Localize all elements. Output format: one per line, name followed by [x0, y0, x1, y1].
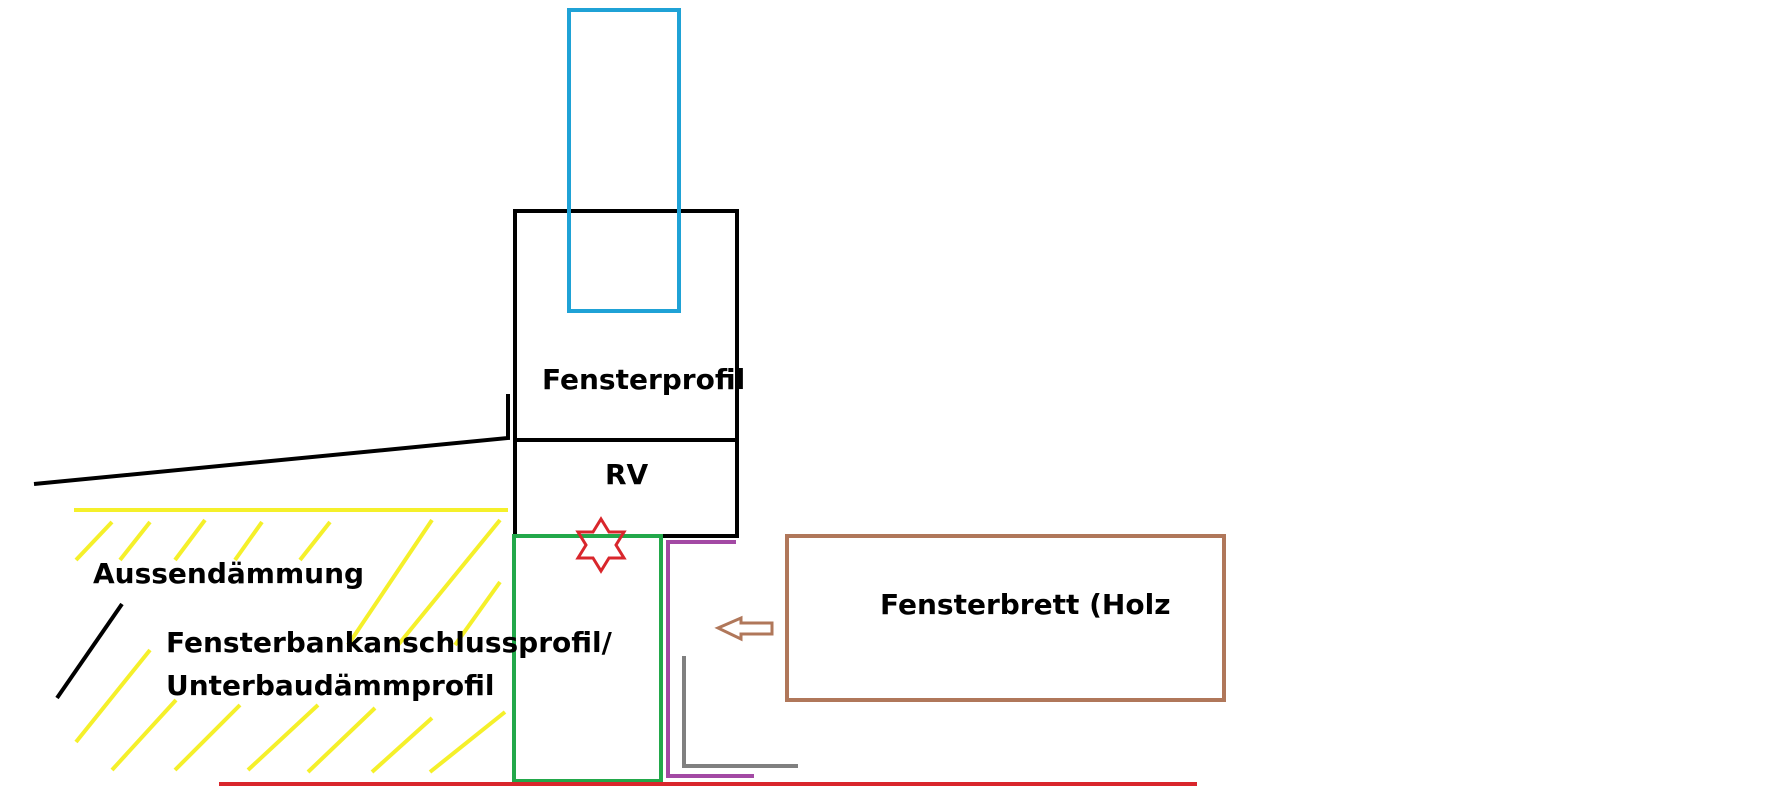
outer-sill-line [33, 394, 510, 700]
label-fensterbrett: Fensterbrett (Holz [880, 588, 1171, 621]
gray-angle [682, 656, 798, 768]
arrow-left-icon [714, 615, 774, 642]
label-fensterbank-line1: Fensterbankanschlussprofil/ [166, 626, 613, 659]
pointer-line [55, 602, 124, 700]
label-fensterprofil: Fensterprofil [542, 363, 745, 396]
glazing-pane [567, 8, 681, 313]
label-rv: RV [605, 458, 649, 491]
label-fensterbank-line2: Unterbaudämmprofil [166, 669, 494, 702]
star-icon [575, 516, 627, 574]
wooden-sill-box [785, 534, 1226, 702]
insulation-hatch [74, 508, 508, 774]
sill-connection-profile [512, 534, 663, 783]
label-aussendaemmung: Aussendämmung [93, 557, 364, 590]
purple-bracket [666, 540, 754, 778]
